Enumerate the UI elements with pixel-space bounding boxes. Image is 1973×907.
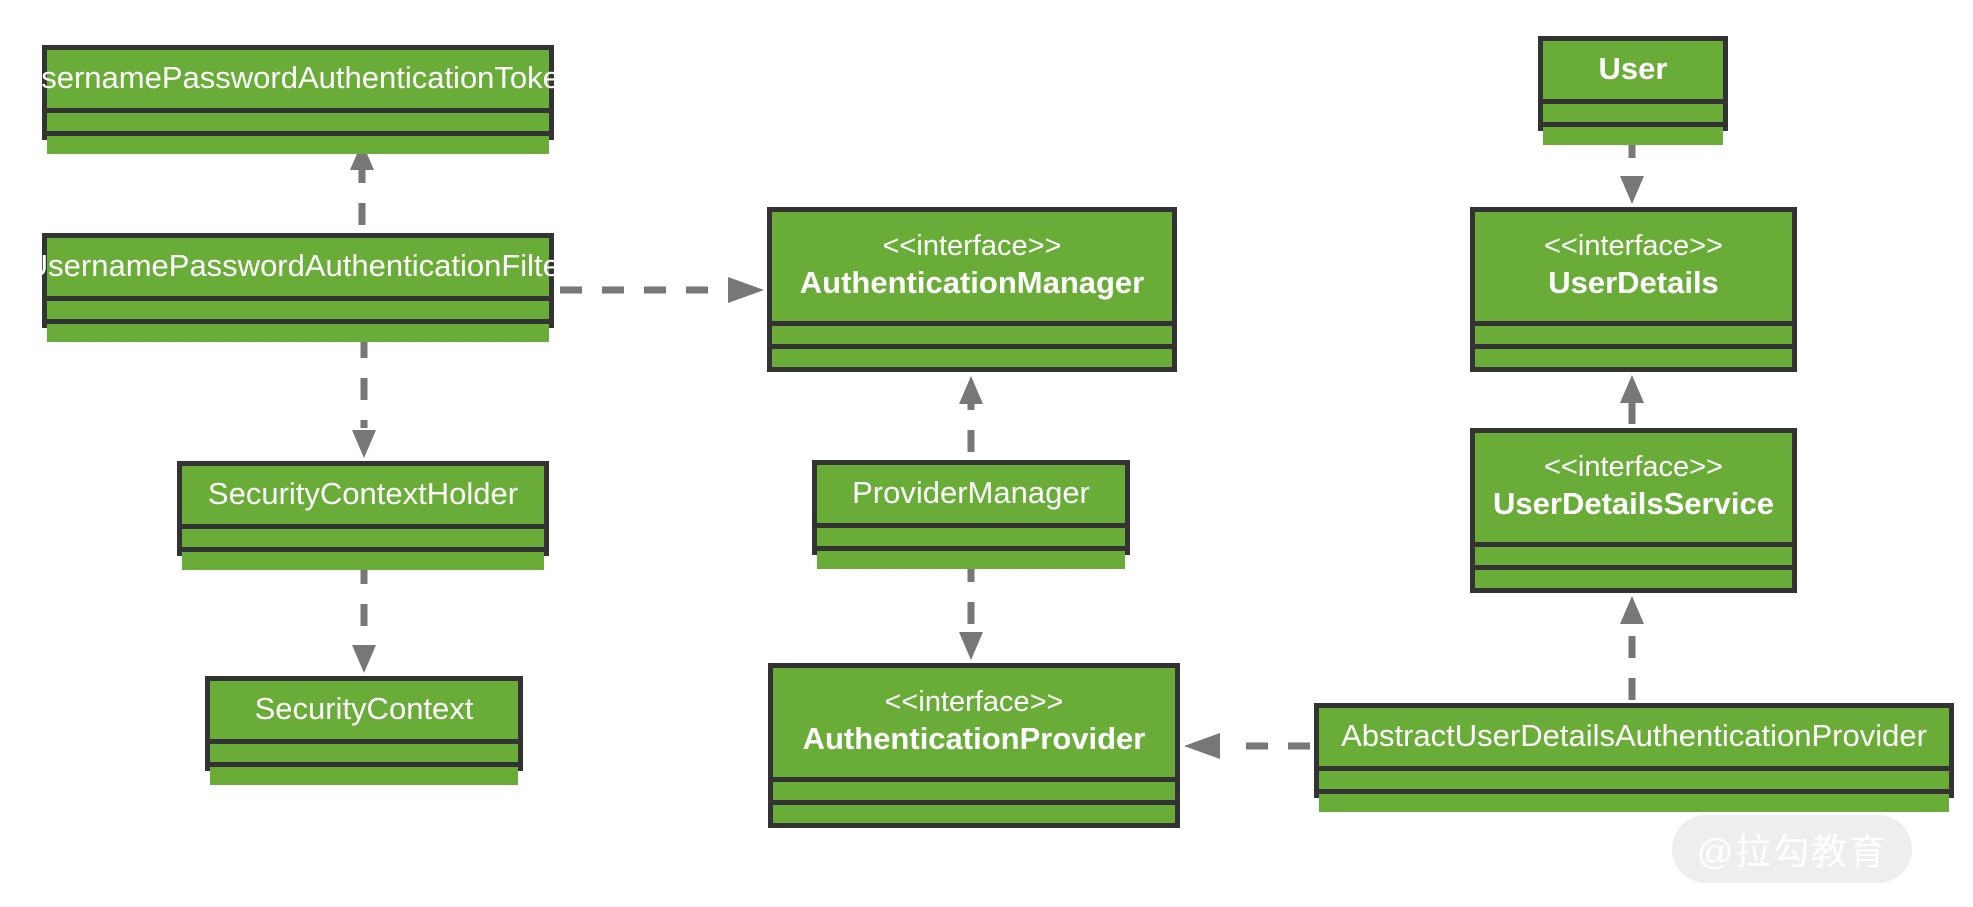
uml-class-username-password-authentication-filter[interactable]: UsernamePasswordAuthenticationFilter (26, 233, 570, 342)
operations-compartment (1475, 570, 1792, 588)
watermark-badge: @拉勾教育 (1672, 815, 1912, 883)
class-title-block: User (1543, 41, 1723, 99)
edge-provider-manager-to-authentication-manager (959, 376, 983, 452)
attributes-compartment (772, 326, 1172, 344)
uml-class-user[interactable]: User (1538, 36, 1728, 145)
edge-user-to-user-details (1620, 136, 1644, 204)
operations-compartment (47, 135, 549, 154)
uml-interface-authentication-manager[interactable]: <<interface>> AuthenticationManager (767, 207, 1177, 372)
edge-abstract-provider-to-authentication-provider (1184, 733, 1310, 759)
operations-compartment (47, 323, 549, 342)
class-title-block: UsernamePasswordAuthenticationToken (19, 50, 577, 108)
operations-compartment (210, 766, 518, 785)
class-title-block: AbstractUserDetailsAuthenticationProvide… (1319, 708, 1949, 766)
uml-class-security-context[interactable]: SecurityContext (205, 676, 523, 785)
class-title-block: UsernamePasswordAuthenticationFilter (26, 238, 570, 296)
operations-compartment (1475, 349, 1792, 367)
edge-filter-to-authentication-manager (560, 277, 764, 303)
operations-compartment (1543, 126, 1723, 145)
edge-context-holder-to-context (352, 562, 376, 673)
edge-abstract-provider-to-user-details-service (1620, 596, 1644, 700)
class-name: SecurityContext (254, 691, 474, 726)
class-name: UserDetails (1548, 265, 1719, 301)
class-title-block: <<interface>> AuthenticationProvider (773, 668, 1175, 777)
attributes-compartment (47, 300, 549, 319)
edge-filter-to-context-holder (352, 336, 376, 458)
attributes-compartment (1543, 103, 1723, 122)
uml-class-security-context-holder[interactable]: SecurityContextHolder (177, 461, 549, 570)
uml-interface-user-details[interactable]: <<interface>> UserDetails (1470, 207, 1797, 372)
edge-filter-to-token (350, 142, 374, 225)
stereotype-label: <<interface>> (882, 229, 1062, 262)
uml-class-provider-manager[interactable]: ProviderManager (812, 460, 1130, 569)
class-name: AuthenticationProvider (802, 721, 1146, 757)
class-name: SecurityContextHolder (207, 476, 519, 511)
class-title-block: <<interface>> AuthenticationManager (772, 212, 1172, 321)
operations-compartment (1319, 793, 1949, 812)
attributes-compartment (47, 112, 549, 131)
class-name: AbstractUserDetailsAuthenticationProvide… (1341, 718, 1927, 753)
stereotype-label: <<interface>> (1544, 450, 1723, 483)
operations-compartment (772, 349, 1172, 367)
operations-compartment (773, 805, 1175, 823)
attributes-compartment (1319, 770, 1949, 789)
class-title-block: <<interface>> UserDetailsService (1475, 433, 1792, 542)
attributes-compartment (210, 743, 518, 762)
class-name: AuthenticationManager (799, 265, 1145, 301)
attributes-compartment (773, 782, 1175, 800)
class-title-block: <<interface>> UserDetails (1475, 212, 1792, 321)
uml-class-username-password-authentication-token[interactable]: UsernamePasswordAuthenticationToken (19, 45, 577, 154)
class-title-block: SecurityContextHolder (182, 466, 544, 524)
class-title-block: ProviderManager (817, 465, 1125, 523)
edge-provider-manager-to-authentication-provider (959, 560, 983, 660)
uml-interface-authentication-provider[interactable]: <<interface>> AuthenticationProvider (768, 663, 1180, 828)
class-name: UserDetailsService (1493, 486, 1774, 522)
class-name: UsernamePasswordAuthenticationFilter (25, 248, 571, 283)
class-title-block: SecurityContext (210, 681, 518, 739)
class-name: UsernamePasswordAuthenticationToken (18, 60, 578, 95)
watermark-text: @拉勾教育 (1696, 831, 1888, 872)
edge-user-details-service-to-user-details (1620, 375, 1644, 424)
attributes-compartment (817, 527, 1125, 546)
class-name: User (1598, 51, 1668, 86)
attributes-compartment (1475, 326, 1792, 344)
attributes-compartment (182, 528, 544, 547)
stereotype-label: <<interface>> (1544, 229, 1723, 262)
class-name: ProviderManager (852, 475, 1090, 510)
attributes-compartment (1475, 547, 1792, 565)
uml-interface-user-details-service[interactable]: <<interface>> UserDetailsService (1470, 428, 1797, 593)
uml-class-abstract-user-details-authentication-provider[interactable]: AbstractUserDetailsAuthenticationProvide… (1314, 703, 1954, 812)
operations-compartment (182, 551, 544, 570)
operations-compartment (817, 550, 1125, 569)
stereotype-label: <<interface>> (884, 685, 1064, 718)
